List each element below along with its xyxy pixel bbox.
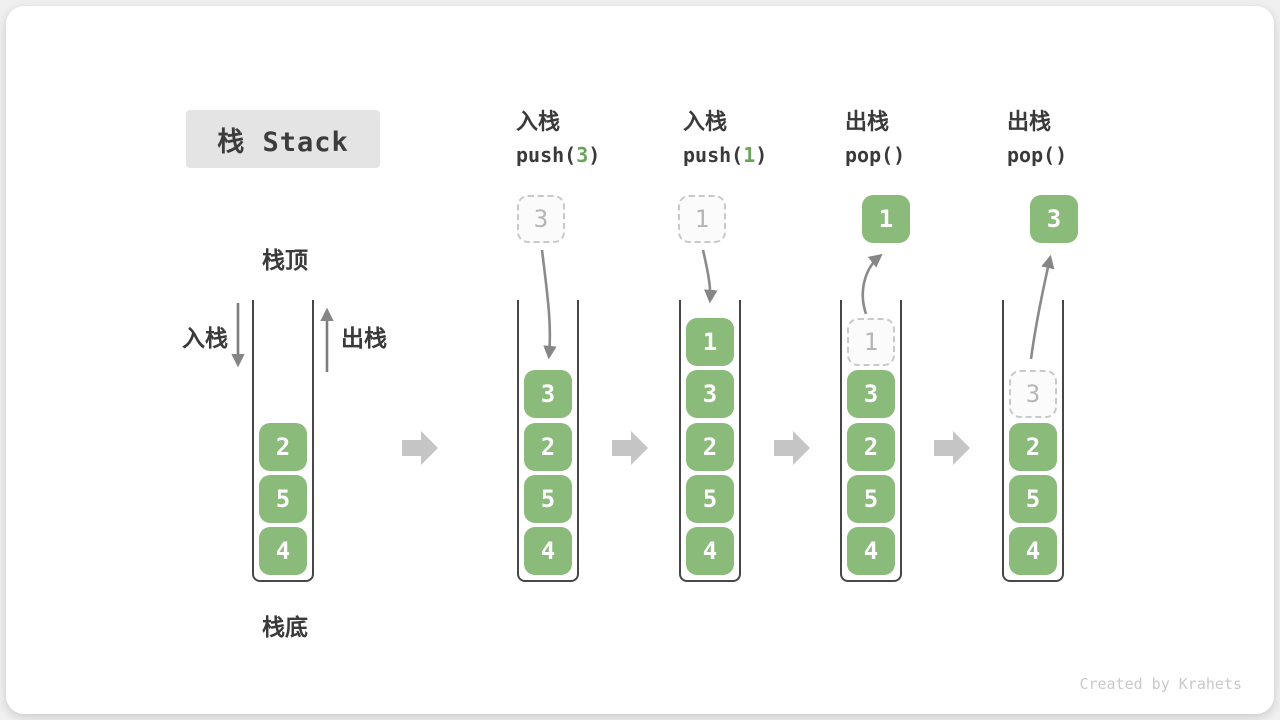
stack-cell: 5 (259, 475, 307, 523)
op-code: pop() (1007, 143, 1068, 167)
stack-cell: 2 (1009, 423, 1057, 471)
op-label-pop-3: 出栈 pop() (1007, 108, 1177, 167)
op-name: 出栈 (1007, 109, 1052, 134)
op-code: push(3) (516, 143, 601, 167)
stack-cell: 2 (686, 423, 734, 471)
stack-cell: 5 (847, 475, 895, 523)
stack-bottom-label: 栈底 (262, 614, 308, 640)
popped-value-box: 1 (862, 195, 910, 243)
op-name: 入栈 (683, 109, 728, 134)
stack-cell: 1 (686, 318, 734, 366)
stack-container-initial: 2 5 4 (252, 300, 314, 582)
stack-cell: 4 (686, 527, 734, 575)
stack-cell: 4 (524, 527, 572, 575)
stack-cell: 5 (1009, 475, 1057, 523)
stack-cell: 5 (686, 475, 734, 523)
stack-cell: 2 (524, 423, 572, 471)
stack-cell-ghost: 3 (1009, 370, 1057, 418)
stack-cell: 4 (1009, 527, 1057, 575)
op-name: 出栈 (845, 109, 890, 134)
stack-container-push-3: 3 2 5 4 (517, 300, 579, 582)
op-label-push-3: 入栈 push(3) (516, 108, 686, 167)
stack-cell: 3 (524, 370, 572, 418)
stack-cell: 4 (847, 527, 895, 575)
watermark: Created by Krahets (1079, 675, 1242, 693)
op-label-push-1: 入栈 push(1) (683, 108, 853, 167)
stack-cell-ghost: 1 (847, 318, 895, 366)
stack-cell: 3 (686, 370, 734, 418)
push-side-label: 入栈 (182, 325, 228, 351)
incoming-value-box: 3 (517, 195, 565, 243)
op-label-pop-1: 出栈 pop() (845, 108, 1015, 167)
stack-container-pop-1: 1 3 2 5 4 (840, 300, 902, 582)
op-code: pop() (845, 143, 906, 167)
pop-side-label: 出栈 (341, 325, 387, 351)
op-name: 入栈 (516, 109, 561, 134)
popped-value-box: 3 (1030, 195, 1078, 243)
stack-cell: 5 (524, 475, 572, 523)
op-code: push(1) (683, 143, 768, 167)
stack-container-push-1: 1 3 2 5 4 (679, 300, 741, 582)
stack-cell: 2 (259, 423, 307, 471)
title-badge: 栈 Stack (186, 110, 380, 168)
stack-cell: 2 (847, 423, 895, 471)
stack-container-pop-3: 3 2 5 4 (1002, 300, 1064, 582)
stack-top-label: 栈顶 (262, 247, 308, 273)
stack-cell: 4 (259, 527, 307, 575)
incoming-value-box: 1 (678, 195, 726, 243)
stack-cell: 3 (847, 370, 895, 418)
